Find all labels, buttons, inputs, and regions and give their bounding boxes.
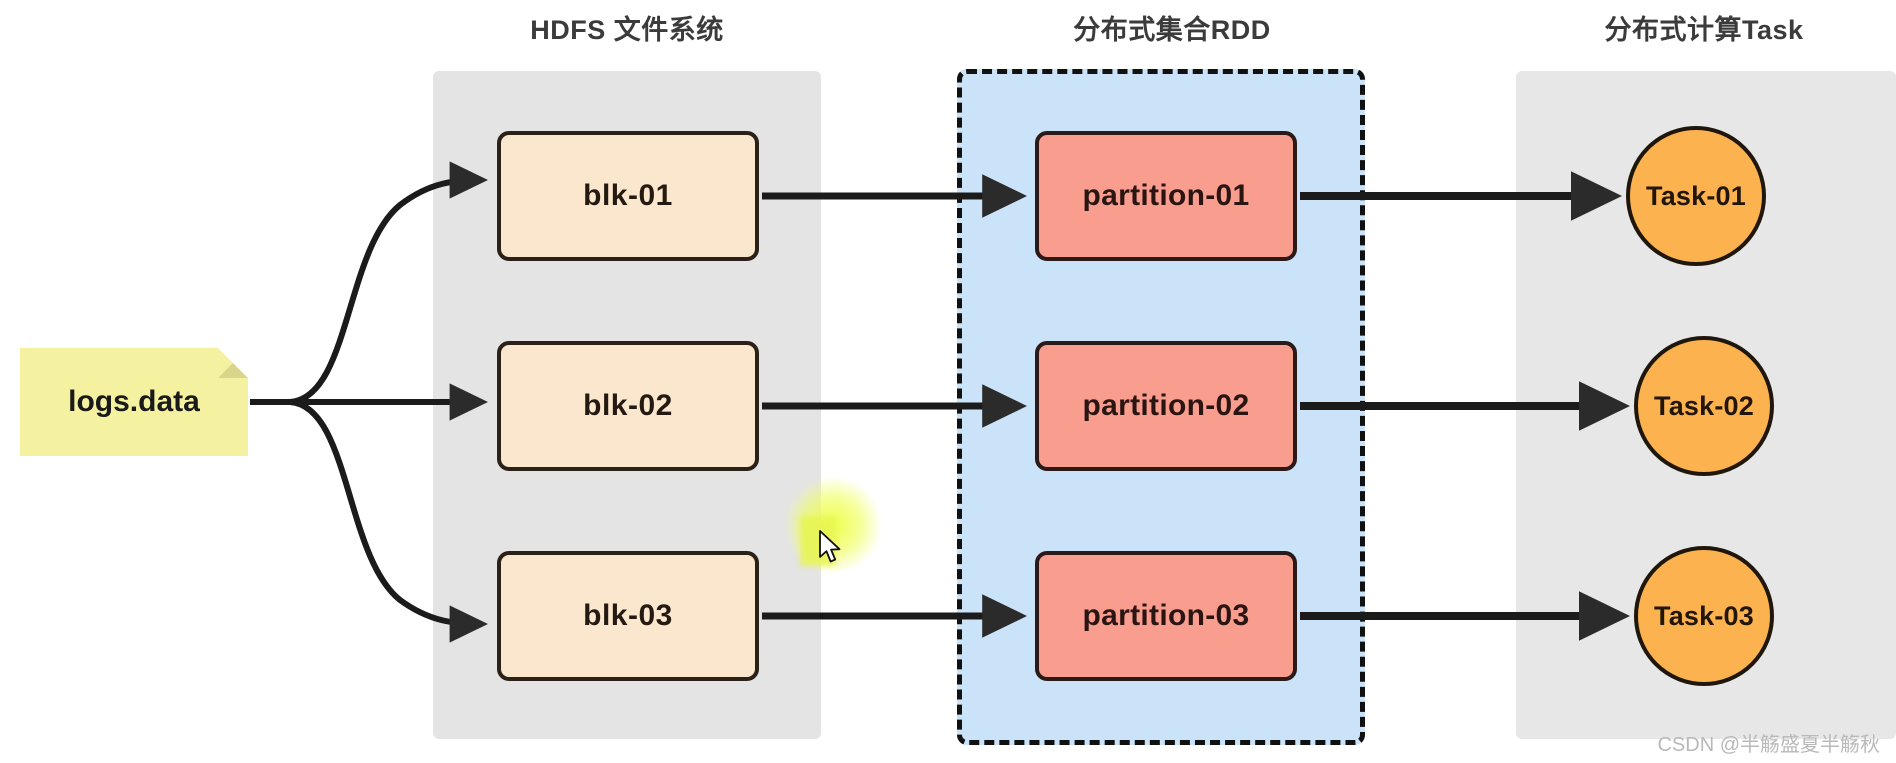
logs-data-note: logs.data — [20, 348, 248, 456]
partition-node: partition-03 — [1035, 551, 1297, 681]
task-node: Task-02 — [1634, 336, 1774, 476]
note-fold-icon — [218, 348, 248, 378]
task-node: Task-03 — [1634, 546, 1774, 686]
hdfs-column-title: HDFS 文件系统 — [530, 15, 724, 45]
block-node: blk-03 — [497, 551, 759, 681]
block-node: blk-01 — [497, 131, 759, 261]
task-column-title: 分布式计算Task — [1604, 15, 1804, 45]
logs-data-label: logs.data — [68, 385, 200, 418]
partition-node: partition-02 — [1035, 341, 1297, 471]
block-node: blk-02 — [497, 341, 759, 471]
partition-node: partition-01 — [1035, 131, 1297, 261]
mouse-pointer-icon — [819, 530, 841, 563]
task-node: Task-01 — [1626, 126, 1766, 266]
rdd-column-title: 分布式集合RDD — [1073, 15, 1271, 45]
csdn-watermark: CSDN @半觞盛夏半觞秋 — [1657, 734, 1880, 756]
